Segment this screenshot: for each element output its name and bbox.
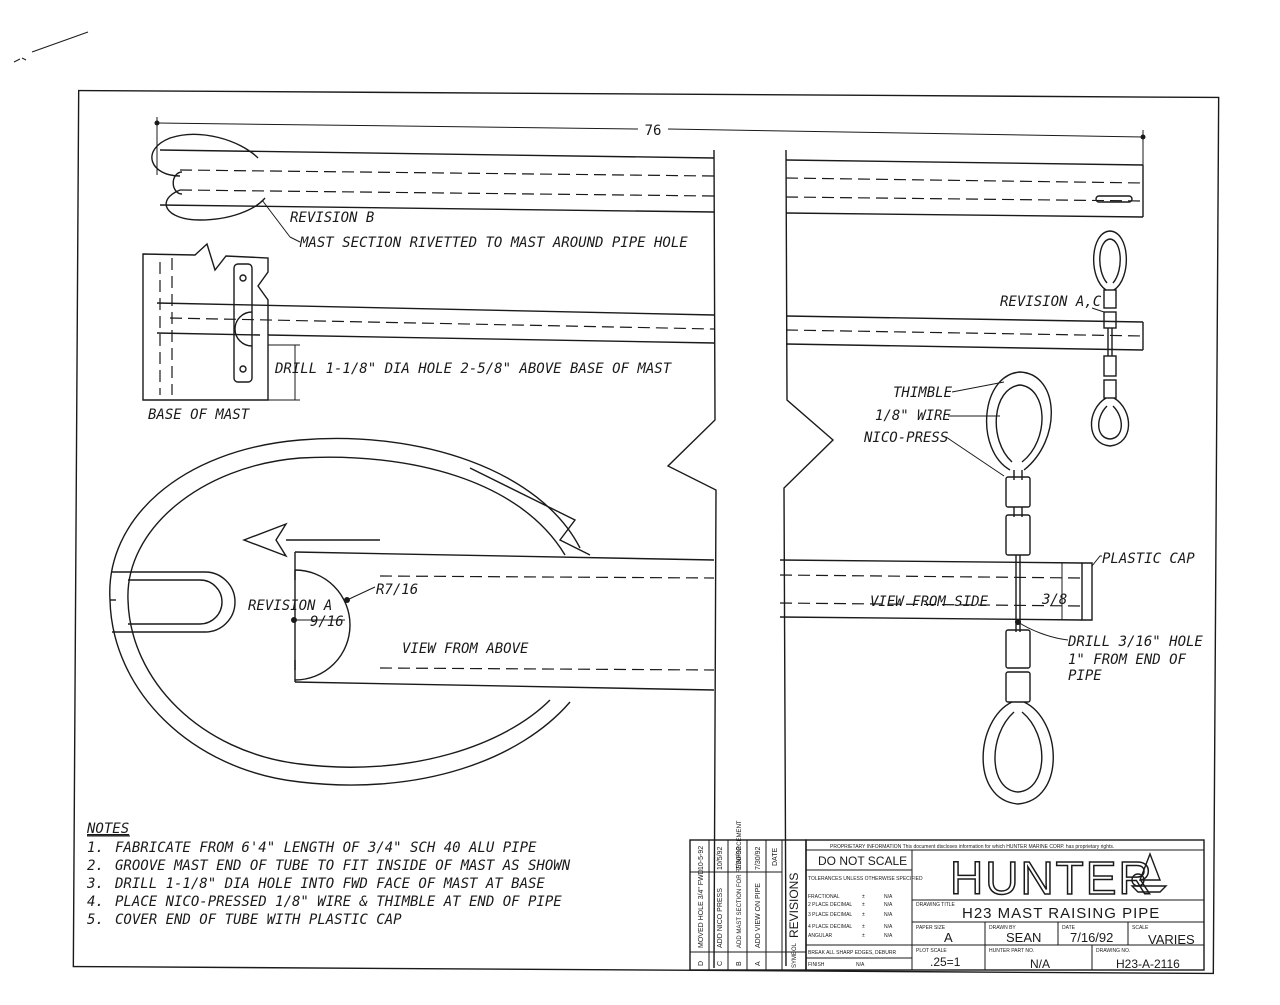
rev-symbol-header: SYMBOL bbox=[792, 942, 798, 968]
rev-symbol-a: A bbox=[755, 961, 762, 966]
rev-date-a: 7/30/92 bbox=[755, 847, 762, 870]
wire-label: 1/8" WIRE bbox=[875, 408, 951, 424]
revision-b-callout: REVISION B MAST SECTION RIVETTED TO MAST… bbox=[261, 199, 688, 251]
drill-hole-line3: PIPE bbox=[1068, 668, 1102, 684]
notes-heading: NOTES bbox=[86, 821, 129, 837]
break-edges: BREAK ALL SHARP EDGES, DEBURR bbox=[808, 950, 896, 956]
dim-3-8-label: 3/8 bbox=[1041, 592, 1067, 608]
view-from-above-label: VIEW FROM ABOVE bbox=[402, 641, 529, 657]
note-text-3: DRILL 1-1/8" DIA HOLE INTO FWD FACE OF M… bbox=[114, 876, 545, 892]
tol-label-2: 2 PLACE DECIMAL bbox=[808, 902, 852, 908]
view-from-side: VIEW FROM SIDE 3/8 PLASTIC CAP DRILL 3/1… bbox=[779, 551, 1203, 684]
note-text-5: COVER END OF TUBE WITH PLASTIC CAP bbox=[115, 912, 402, 928]
notes-block: NOTES 1. FABRICATE FROM 6'4" LENGTH OF 3… bbox=[86, 821, 571, 928]
drill-hole-line2: 1" FROM END OF bbox=[1068, 652, 1187, 668]
rev-date-c: 10/5/92 bbox=[717, 847, 724, 870]
tol-pm-2: ± bbox=[862, 902, 865, 908]
tol-label-1: FRACTIONAL bbox=[808, 894, 840, 900]
revision-a-label: REVISION A bbox=[248, 598, 332, 614]
drill-hole-line1: DRILL 3/16" HOLE bbox=[1067, 634, 1203, 650]
rev-symbol-c: C bbox=[717, 961, 724, 966]
note-text-1: FABRICATE FROM 6'4" LENGTH OF 3/4" SCH 4… bbox=[115, 840, 537, 856]
drawn-by-label: DRAWN BY bbox=[989, 925, 1016, 931]
tol-label-4: 4 PLACE DECIMAL bbox=[808, 924, 852, 930]
thimble-label: THIMBLE bbox=[893, 385, 953, 401]
note-num-1: 1. bbox=[87, 840, 104, 856]
base-of-mast-label: BASE OF MAST bbox=[148, 407, 251, 423]
scale-value: VARIES bbox=[1148, 932, 1195, 947]
tol-pm-3: ± bbox=[862, 912, 865, 918]
plastic-cap-label: PLASTIC CAP bbox=[1102, 551, 1195, 567]
rev-desc-a: ADD VIEW ON PIPE bbox=[755, 883, 762, 948]
rev-date-b: 7/30/92 bbox=[736, 847, 743, 870]
do-not-scale: DO NOT SCALE bbox=[818, 854, 907, 868]
r7-16-label: R7/16 bbox=[376, 582, 418, 598]
tol-pm-4: ± bbox=[862, 924, 865, 930]
wire-assembly-small: REVISION A,C bbox=[1000, 230, 1130, 447]
tol-value-1: N/A bbox=[884, 894, 893, 900]
revision-ac-label: REVISION A,C bbox=[1000, 294, 1102, 310]
drawing-title-label: DRAWING TITLE bbox=[916, 902, 956, 908]
scale-label: SCALE bbox=[1132, 925, 1149, 931]
date-value: 7/16/92 bbox=[1070, 930, 1113, 945]
tol-label-5: ANGULAR bbox=[808, 933, 833, 939]
note-text-2: GROOVE MAST END OF TUBE TO FIT INSIDE OF… bbox=[115, 858, 571, 874]
drawing-border bbox=[72, 89, 1220, 975]
part-no: N/A bbox=[1030, 957, 1050, 971]
drawing-no-label: DRAWING NO. bbox=[1096, 948, 1130, 954]
revisions-title: REVISIONS bbox=[787, 873, 801, 938]
drawing-title: H23 MAST RAISING PIPE bbox=[962, 905, 1160, 922]
break-lines bbox=[666, 149, 835, 969]
tol-value-4: N/A bbox=[884, 924, 893, 930]
rev-date-d: 10-5-92 bbox=[698, 846, 705, 870]
scan-mark bbox=[13, 31, 89, 63]
rev-desc-c: ADD NICO PRESS bbox=[717, 888, 724, 948]
rev-desc-d: MOVED HOLE 3/4" FWD bbox=[698, 869, 705, 948]
tol-pm-5: ± bbox=[862, 933, 865, 939]
proprietary-notice: PROPRIETARY INFORMATION This document di… bbox=[830, 844, 1114, 850]
hunter-logo: HUNTER bbox=[949, 851, 1168, 905]
view-from-side-label: VIEW FROM SIDE bbox=[870, 594, 989, 610]
finish-value: N/A bbox=[856, 962, 865, 968]
drawing-no: H23-A-2116 bbox=[1116, 957, 1180, 971]
drawn-by: SEAN bbox=[1006, 930, 1041, 945]
nico-press-label: NICO-PRESS bbox=[863, 430, 948, 446]
revisions-table: 10-5-92 10/5/92 7/30/92 7/30/92 DATE MOV… bbox=[689, 820, 807, 971]
overall-dimension: 76 bbox=[154, 117, 1146, 175]
plot-scale: .25=1 bbox=[930, 955, 961, 969]
paper-size: A bbox=[944, 930, 953, 945]
part-no-label: HUNTER PART NO. bbox=[989, 948, 1034, 954]
paper-size-label: PAPER SIZE bbox=[916, 925, 946, 931]
revision-b-label: REVISION B bbox=[290, 210, 374, 226]
tol-value-2: N/A bbox=[884, 902, 893, 908]
note-num-2: 2. bbox=[87, 858, 104, 874]
hunter-wordmark: HUNTER bbox=[950, 852, 1154, 904]
rev-desc-b: ADD MAST SECTION FOR REINFORCEMENT bbox=[737, 820, 743, 948]
date-label: DATE bbox=[1062, 925, 1076, 931]
finish-label: FINISH bbox=[808, 962, 825, 968]
note-num-4: 4. bbox=[87, 894, 104, 910]
wire-thimble-assembly: THIMBLE 1/8" WIRE NICO-PRESS bbox=[863, 371, 1054, 805]
tol-label-3: 3 PLACE DECIMAL bbox=[808, 912, 852, 918]
mast-section-note: MAST SECTION RIVETTED TO MAST AROUND PIP… bbox=[299, 235, 688, 251]
tol-value-5: N/A bbox=[884, 933, 893, 939]
rev-date-header: DATE bbox=[772, 848, 779, 866]
note-text-4: PLACE NICO-PRESSED 1/8" WIRE & THIMBLE A… bbox=[115, 894, 562, 910]
note-num-5: 5. bbox=[87, 912, 104, 928]
base-of-mast-view: DRILL 1-1/8" DIA HOLE 2-5/8" ABOVE BASE … bbox=[142, 242, 1144, 423]
tol-pm-1: ± bbox=[862, 894, 865, 900]
rev-symbol-d: D bbox=[698, 961, 705, 966]
note-num-3: 3. bbox=[86, 876, 104, 892]
rev-symbol-b: B bbox=[736, 961, 743, 966]
dimension-76: 76 bbox=[645, 123, 662, 139]
tolerances-heading: TOLERANCES UNLESS OTHERWISE SPECIFIED bbox=[808, 876, 923, 882]
view-from-above: REVISION A R7/16 9/16 VIEW FROM ABOVE bbox=[109, 437, 715, 786]
title-block: PROPRIETARY INFORMATION This document di… bbox=[805, 839, 1205, 971]
plot-scale-label: PLOT SCALE bbox=[916, 948, 947, 954]
dim-9-16-label: 9/16 bbox=[310, 614, 344, 630]
drill-base-note: DRILL 1-1/8" DIA HOLE 2-5/8" ABOVE BASE … bbox=[274, 361, 673, 377]
pipe-top-view bbox=[151, 133, 1144, 221]
tol-value-3: N/A bbox=[884, 912, 893, 918]
